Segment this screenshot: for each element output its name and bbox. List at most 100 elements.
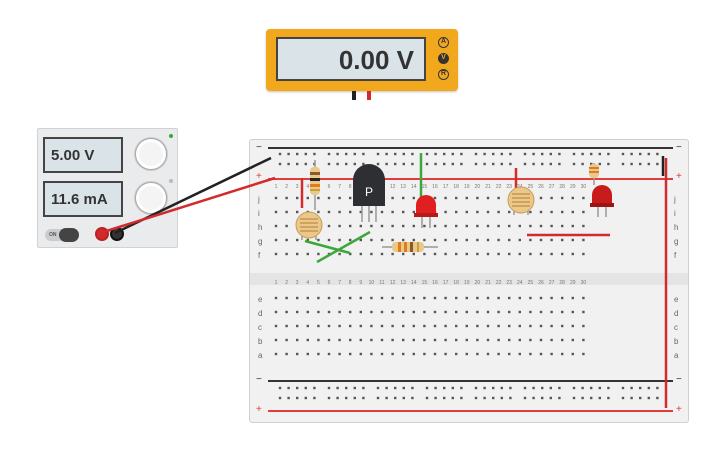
breadboard-hole[interactable] [497,196,500,200]
negative-terminal[interactable] [112,229,122,239]
breadboard-hole[interactable] [345,162,348,166]
breadboard-hole[interactable] [359,352,362,356]
breadboard-hole[interactable] [359,310,362,314]
breadboard-hole[interactable] [571,210,574,214]
breadboard-hole[interactable] [465,196,468,200]
breadboard-hole[interactable] [402,386,405,390]
breadboard-hole[interactable] [402,352,405,356]
breadboard-hole[interactable] [274,296,278,300]
breadboard-hole[interactable] [274,196,278,200]
breadboard-hole[interactable] [327,196,331,200]
breadboard-hole[interactable] [460,152,463,156]
breadboard-hole[interactable] [370,310,373,314]
breadboard-hole[interactable] [621,396,625,400]
breadboard-hole[interactable] [508,252,511,256]
breadboard-hole[interactable] [304,162,307,166]
breadboard-hole[interactable] [349,338,352,342]
breadboard-hole[interactable] [345,396,348,400]
power-supply[interactable]: 5.00 V 11.6 mA ON [37,128,178,248]
positive-terminal[interactable] [97,229,107,239]
current-knob[interactable] [135,182,167,214]
breadboard-hole[interactable] [317,296,320,300]
breadboard-hole[interactable] [296,352,299,356]
breadboard-hole[interactable] [444,338,447,342]
breadboard-hole[interactable] [582,238,585,242]
toggle-knob[interactable] [59,228,79,242]
mode-ohmmeter-button[interactable]: R [438,69,449,80]
breadboard-hole[interactable] [285,324,288,328]
breadboard-hole[interactable] [317,196,320,200]
breadboard-hole[interactable] [508,338,511,342]
breadboard-hole[interactable] [327,338,331,342]
breadboard-hole[interactable] [444,252,447,256]
breadboard-hole[interactable] [274,252,278,256]
breadboard-hole[interactable] [607,396,610,400]
breadboard-hole[interactable] [285,352,288,356]
breadboard-hole[interactable] [444,296,447,300]
breadboard-hole[interactable] [492,152,495,156]
breadboard-hole[interactable] [476,324,479,328]
breadboard-hole[interactable] [523,396,527,400]
breadboard-hole[interactable] [541,396,544,400]
breadboard-hole[interactable] [492,162,495,166]
breadboard-hole[interactable] [296,196,299,200]
breadboard-hole[interactable] [532,152,535,156]
breadboard-hole[interactable] [433,196,437,200]
breadboard-hole[interactable] [518,238,521,242]
breadboard-hole[interactable] [359,338,362,342]
breadboard-hole[interactable] [630,386,633,390]
breadboard-hole[interactable] [391,324,394,328]
breadboard-hole[interactable] [571,310,574,314]
breadboard-hole[interactable] [411,386,414,390]
breadboard-hole[interactable] [285,296,288,300]
breadboard-hole[interactable] [317,324,320,328]
breadboard-hole[interactable] [486,296,490,300]
breadboard-hole[interactable] [476,310,479,314]
breadboard-hole[interactable] [274,224,278,228]
breadboard-hole[interactable] [411,396,414,400]
breadboard-hole[interactable] [285,310,288,314]
mode-ammeter-button[interactable]: A [438,37,449,48]
breadboard-hole[interactable] [370,252,373,256]
breadboard-hole[interactable] [607,162,610,166]
breadboard-hole[interactable] [558,162,561,166]
breadboard-hole[interactable] [529,252,532,256]
breadboard-hole[interactable] [349,310,352,314]
breadboard-hole[interactable] [550,196,553,200]
breadboard-hole[interactable] [621,386,625,390]
breadboard-hole[interactable] [500,152,503,156]
breadboard-hole[interactable] [492,386,495,390]
breadboard-hole[interactable] [549,386,552,390]
breadboard-hole[interactable] [394,162,397,166]
breadboard-hole[interactable] [285,196,288,200]
breadboard-hole[interactable] [296,386,299,390]
breadboard-hole[interactable] [402,152,405,156]
breadboard-hole[interactable] [486,310,490,314]
breadboard-hole[interactable] [465,310,468,314]
breadboard-hole[interactable] [285,338,288,342]
breadboard-hole[interactable] [509,152,512,156]
breadboard-hole[interactable] [359,324,362,328]
breadboard-hole[interactable] [349,352,352,356]
breadboard-hole[interactable] [433,338,437,342]
breadboard-hole[interactable] [370,296,373,300]
breadboard-hole[interactable] [349,196,352,200]
breadboard-hole[interactable] [598,386,601,390]
breadboard-hole[interactable] [278,152,282,156]
breadboard-hole[interactable] [425,396,429,400]
breadboard-hole[interactable] [474,396,478,400]
breadboard-hole[interactable] [500,396,503,400]
breadboard-hole[interactable] [474,162,478,166]
breadboard-hole[interactable] [391,338,394,342]
breadboard-hole[interactable] [508,324,511,328]
breadboard-hole[interactable] [402,338,405,342]
breadboard-hole[interactable] [285,224,288,228]
breadboard-hole[interactable] [385,162,388,166]
breadboard-hole[interactable] [451,396,454,400]
breadboard-hole[interactable] [313,152,316,156]
breadboard-hole[interactable] [359,238,362,242]
breadboard-hole[interactable] [370,352,373,356]
breadboard-hole[interactable] [529,210,532,214]
breadboard-hole[interactable] [362,386,365,390]
breadboard-hole[interactable] [327,152,331,156]
